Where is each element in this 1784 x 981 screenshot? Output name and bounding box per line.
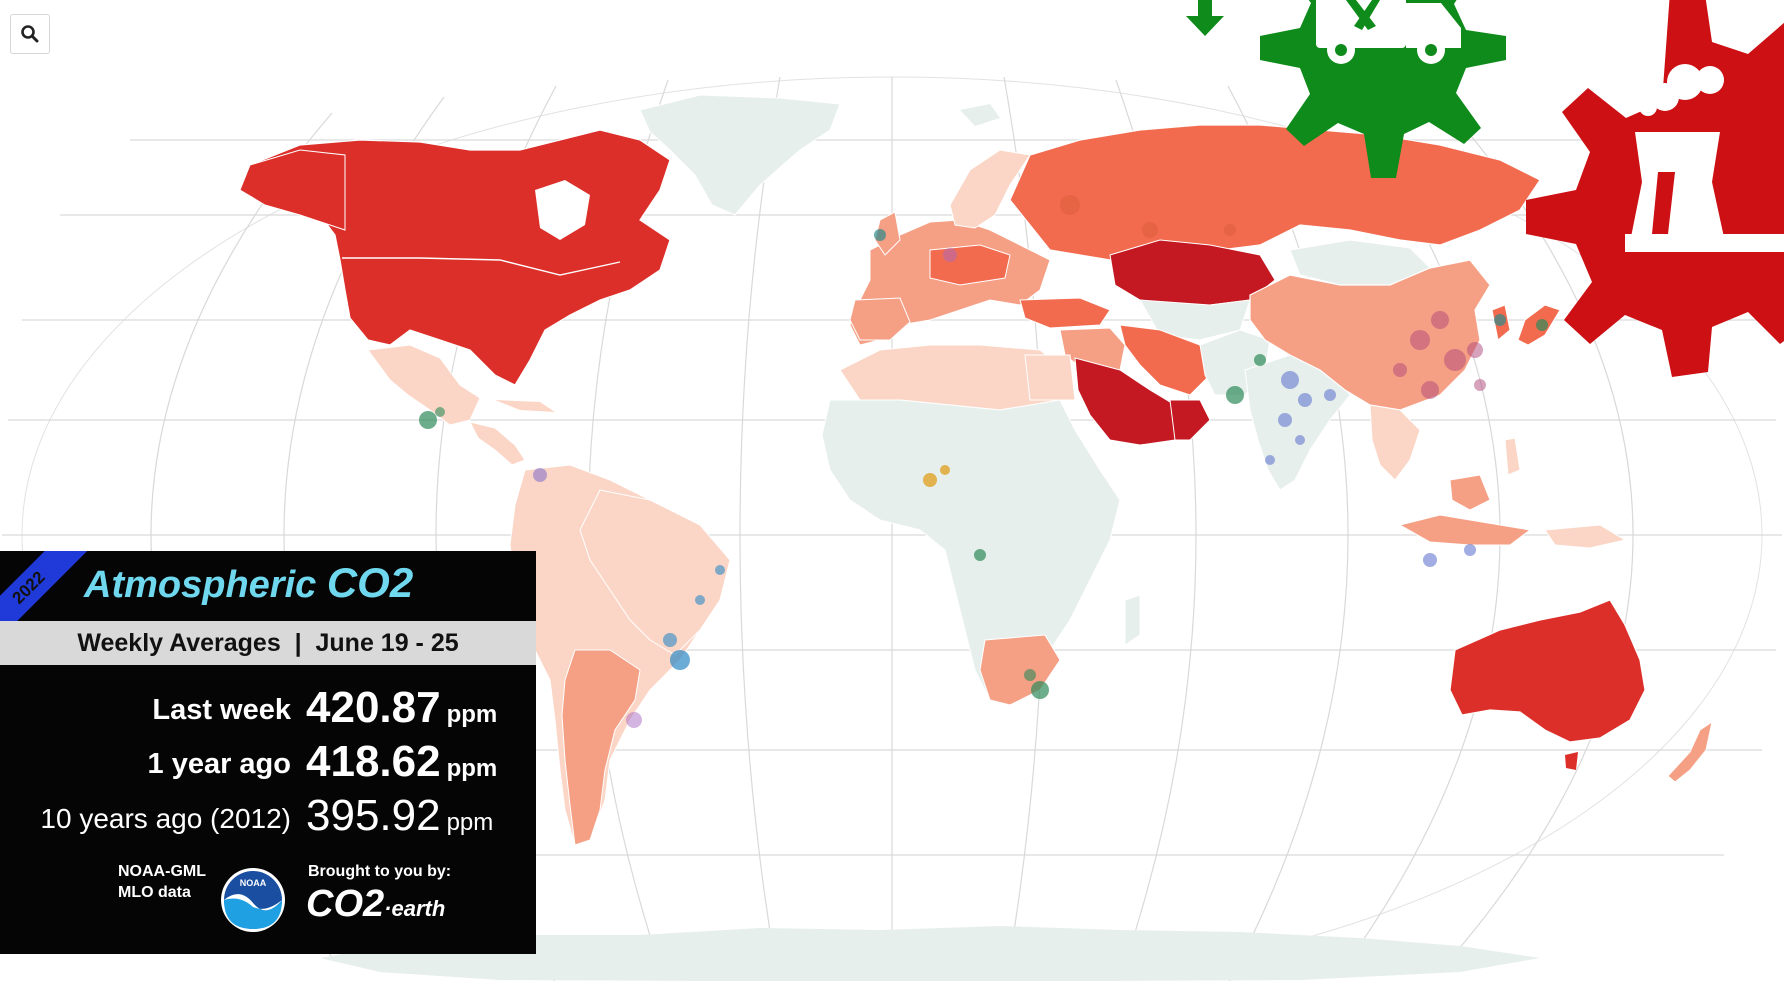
row-label: 1 year ago bbox=[147, 748, 291, 780]
papua[interactable] bbox=[1544, 524, 1627, 549]
svg-text:NOAA: NOAA bbox=[240, 878, 267, 888]
mexico[interactable] bbox=[367, 344, 481, 426]
row-label: 10 years ago (2012) bbox=[40, 803, 291, 834]
row-label: Last week bbox=[152, 694, 291, 726]
borneo[interactable] bbox=[1449, 474, 1491, 511]
widget-title: Atmospheric CO2 bbox=[84, 559, 413, 607]
cuba bbox=[495, 400, 555, 412]
iberia[interactable] bbox=[849, 297, 911, 341]
factory-gear-icon[interactable] bbox=[1480, 0, 1784, 412]
yemen-oman[interactable] bbox=[1169, 399, 1211, 441]
russia[interactable] bbox=[1009, 124, 1541, 271]
new-zealand[interactable] bbox=[1667, 720, 1713, 783]
title-prefix: Atmospheric bbox=[84, 564, 327, 606]
truck-gear-icon[interactable] bbox=[1186, 0, 1546, 198]
alaska[interactable] bbox=[239, 149, 346, 231]
title-co2: CO2 bbox=[326, 559, 414, 606]
antarctica[interactable] bbox=[320, 926, 1540, 981]
southeast-asia[interactable] bbox=[1369, 404, 1421, 481]
emission-dots bbox=[419, 195, 1548, 728]
data-source: NOAA-GML MLO data bbox=[118, 863, 206, 901]
search-icon bbox=[21, 25, 39, 43]
indonesia[interactable] bbox=[1398, 514, 1532, 546]
egypt[interactable] bbox=[1024, 354, 1076, 401]
co2-widget[interactable]: 2022 Atmospheric CO2 Weekly Averages | J… bbox=[0, 551, 536, 954]
greenland[interactable] bbox=[639, 94, 841, 216]
iran[interactable] bbox=[1119, 324, 1211, 396]
hudson-bay bbox=[535, 180, 590, 240]
argentina-chile[interactable] bbox=[561, 649, 641, 846]
china[interactable] bbox=[1249, 259, 1491, 411]
brought-by: Brought to you by: bbox=[308, 863, 452, 880]
widget-subtitle: Weekly Averages | June 19 - 25 bbox=[0, 621, 536, 665]
philippines[interactable] bbox=[1504, 437, 1521, 476]
germany-poland[interactable] bbox=[929, 244, 1011, 286]
australia[interactable] bbox=[1449, 599, 1646, 743]
central-america[interactable] bbox=[469, 421, 526, 466]
madagascar[interactable] bbox=[1124, 594, 1141, 646]
brand-logo[interactable]: CO2·earth bbox=[306, 883, 446, 925]
search-button[interactable] bbox=[10, 14, 50, 54]
scandinavia[interactable] bbox=[949, 149, 1031, 229]
turkey[interactable] bbox=[1019, 297, 1111, 329]
svalbard bbox=[960, 104, 1000, 126]
noaa-logo: NOAA bbox=[221, 868, 285, 932]
border-us-canada bbox=[342, 257, 621, 276]
tasmania bbox=[1565, 752, 1578, 770]
down-arrow-icon bbox=[1186, 0, 1224, 36]
